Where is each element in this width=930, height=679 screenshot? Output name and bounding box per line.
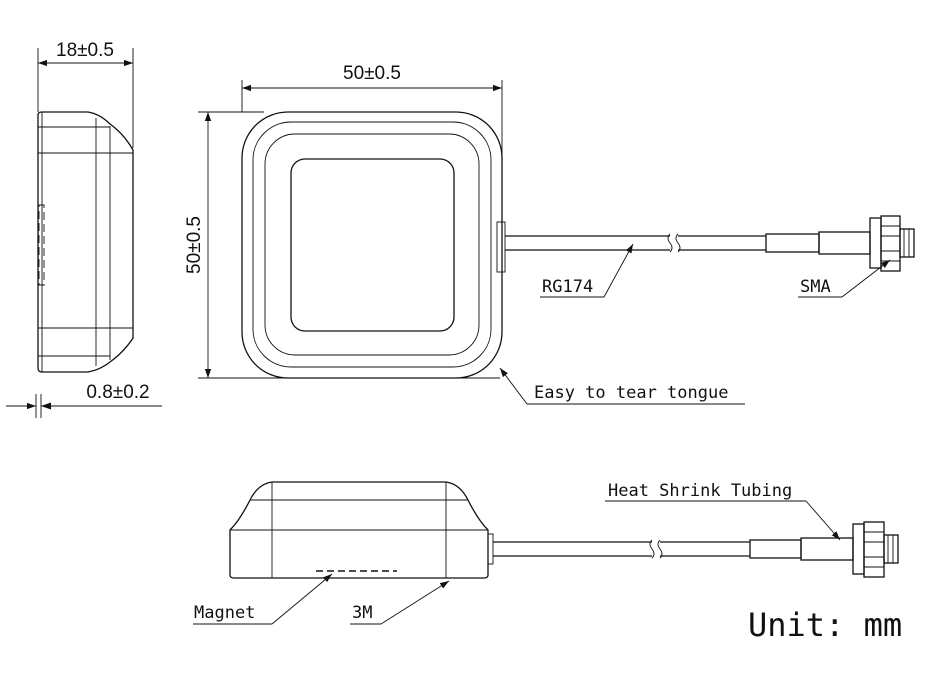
top-view — [241, 111, 506, 379]
front-cable — [493, 521, 899, 578]
callout-sma-label: SMA — [800, 277, 831, 297]
dim-tongue-thickness: 0.8±0.2 — [6, 382, 162, 418]
callout-rg174: RG174 — [540, 243, 634, 298]
callout-tear-tongue-label: Easy to tear tongue — [534, 383, 728, 403]
unit-label: Unit: mm — [748, 606, 902, 644]
callout-magnet: Magnet — [193, 573, 333, 625]
side-view — [37, 111, 134, 373]
dim-tongue-thickness-label: 0.8±0.2 — [86, 382, 149, 403]
callout-magnet-label: Magnet — [194, 603, 255, 623]
callout-heat-shrink: Heat Shrink Tubing — [605, 481, 841, 541]
callout-3m: 3M — [350, 580, 450, 625]
callout-3m-label: 3M — [352, 603, 372, 623]
dim-side-thickness: 18±0.5 — [37, 40, 134, 148]
callout-heat-shrink-label: Heat Shrink Tubing — [608, 481, 792, 501]
dim-width: 50±0.5 — [241, 63, 503, 190]
dim-height: 50±0.5 — [184, 111, 500, 379]
dim-height-label: 50±0.5 — [184, 216, 205, 274]
front-view — [229, 481, 494, 579]
dim-width-label: 50±0.5 — [343, 63, 401, 84]
callout-tear-tongue: Easy to tear tongue — [499, 367, 745, 405]
top-cable — [505, 215, 915, 272]
callout-sma: SMA — [798, 259, 891, 298]
callout-rg174-label: RG174 — [542, 277, 593, 297]
dim-side-thickness-label: 18±0.5 — [56, 40, 114, 61]
